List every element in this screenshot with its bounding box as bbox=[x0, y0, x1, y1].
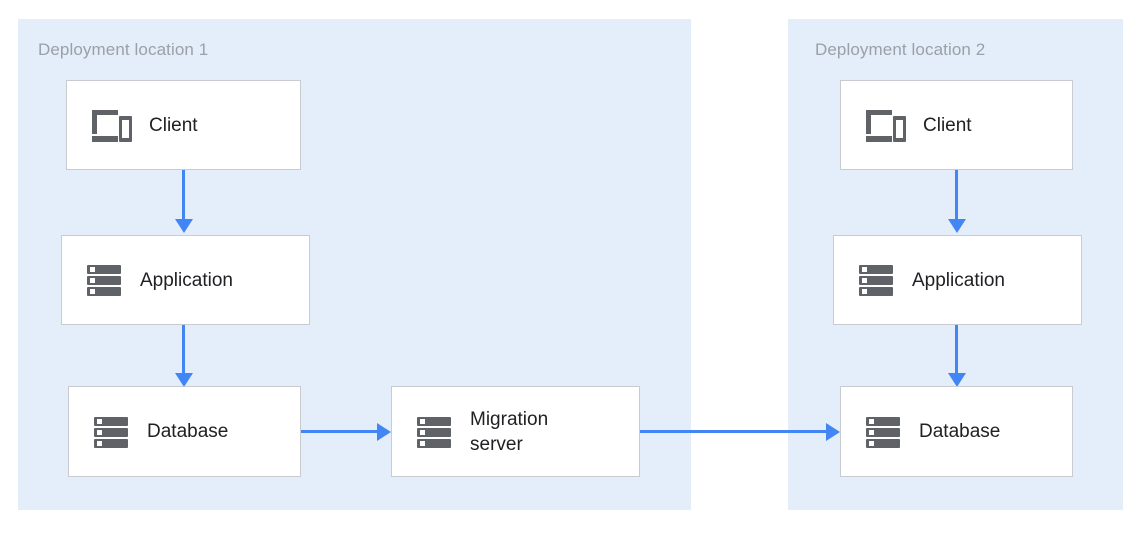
node-label-client-2: Client bbox=[923, 114, 972, 136]
connector-app2-to-db2 bbox=[955, 325, 958, 377]
zone-label-deployment-location-1: Deployment location 1 bbox=[38, 40, 209, 59]
connector-client2-to-app2 bbox=[955, 170, 958, 222]
client-devices-icon bbox=[89, 105, 133, 145]
client-devices-icon bbox=[863, 105, 907, 145]
connector-db1-to-migration bbox=[301, 430, 381, 433]
arrowhead-app2-to-db2 bbox=[947, 373, 966, 387]
arrowhead-migration-to-db2 bbox=[826, 422, 840, 441]
node-application-1[interactable]: Application bbox=[61, 235, 310, 325]
node-label-migration-server: Migration server bbox=[470, 408, 549, 455]
connector-migration-to-db2 bbox=[640, 430, 833, 433]
server-icon bbox=[414, 412, 454, 452]
node-client-2[interactable]: Client bbox=[840, 80, 1073, 170]
connector-app1-to-db1 bbox=[182, 325, 185, 377]
node-label-application-2: Application bbox=[912, 269, 1005, 291]
connector-client1-to-app1 bbox=[182, 170, 185, 222]
node-database-2[interactable]: Database bbox=[840, 386, 1073, 477]
node-label-client-1: Client bbox=[149, 114, 198, 136]
node-label-database-1: Database bbox=[147, 421, 229, 442]
node-migration-server[interactable]: Migration server bbox=[391, 386, 640, 477]
server-icon bbox=[856, 260, 896, 300]
arrowhead-client2-to-app2 bbox=[947, 219, 966, 233]
node-database-1[interactable]: Database bbox=[68, 386, 301, 477]
arrowhead-db1-to-migration bbox=[377, 422, 391, 441]
node-application-2[interactable]: Application bbox=[833, 235, 1082, 325]
arrowhead-app1-to-db1 bbox=[174, 373, 193, 387]
server-icon bbox=[84, 260, 124, 300]
server-icon bbox=[91, 412, 131, 452]
node-label-database-2: Database bbox=[919, 421, 1001, 442]
server-icon bbox=[863, 412, 903, 452]
node-label-application-1: Application bbox=[140, 269, 233, 291]
node-client-1[interactable]: Client bbox=[66, 80, 301, 170]
zone-label-deployment-location-2: Deployment location 2 bbox=[815, 40, 986, 59]
arrowhead-client1-to-app1 bbox=[174, 219, 193, 233]
